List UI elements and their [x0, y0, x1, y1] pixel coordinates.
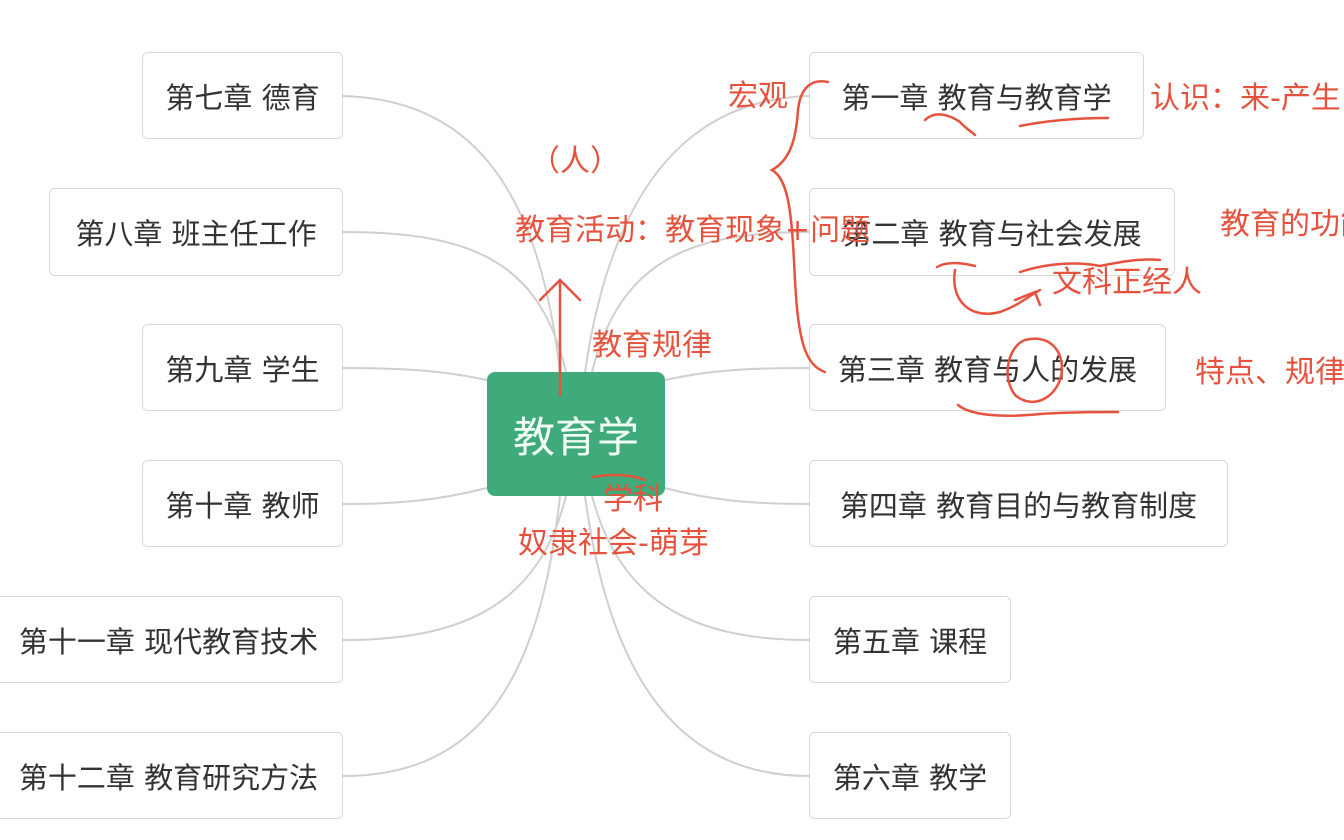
annotation-traits: 特点、规律	[1195, 355, 1344, 390]
chapter-label: 第十一章 现代教育技术	[18, 624, 319, 659]
chapter-label: 第七章 德育	[165, 80, 320, 115]
annotation-macro: 宏观	[728, 79, 788, 114]
chapter-11-node[interactable]: 第十一章 现代教育技术	[0, 596, 343, 683]
annotation-origin: 奴隶社会-萌芽	[518, 526, 709, 561]
chapter-label: 第四章 教育目的与教育制度	[839, 488, 1198, 523]
connector-ch9	[342, 367, 488, 381]
chapter-10-node[interactable]: 第十章 教师	[142, 460, 343, 547]
chapter-1-node[interactable]: 第一章 教育与教育学	[809, 52, 1144, 139]
chapter-9-node[interactable]: 第九章 学生	[142, 324, 343, 411]
chapter-label: 第五章 课程	[832, 624, 988, 659]
annotation-mnemonic: 文科正经人	[1052, 265, 1202, 300]
connector-ch3	[664, 367, 810, 381]
chapter-8-node[interactable]: 第八章 班主任工作	[49, 188, 343, 276]
chapter-4-node[interactable]: 第四章 教育目的与教育制度	[809, 460, 1228, 547]
annotation-discipline: 学科	[603, 482, 663, 517]
chapter-12-node[interactable]: 第十二章 教育研究方法	[0, 732, 343, 819]
connector-ch8	[342, 231, 567, 373]
connector-ch11	[342, 495, 567, 641]
chapter-5-node[interactable]: 第五章 课程	[809, 596, 1011, 683]
chapter-label: 第六章 教学	[832, 760, 988, 795]
chapter-label: 第十章 教师	[165, 488, 320, 523]
root-label: 教育学	[512, 412, 639, 462]
chapter-label: 第一章 教育与教育学	[841, 80, 1112, 115]
connector-ch10	[342, 487, 488, 505]
annotation-activity: 教育活动：教育现象+问题	[515, 213, 871, 248]
chapter-7-node[interactable]: 第七章 德育	[142, 52, 343, 139]
chapter-label: 第二章 教育与社会发展	[842, 217, 1142, 251]
chapter-label: 第十二章 教育研究方法	[18, 760, 319, 795]
annotation-function: 教育的功能	[1220, 207, 1344, 242]
chapter-label: 第三章 教育与人的发展	[837, 352, 1138, 387]
annotation-person: （人）	[530, 144, 620, 179]
root-topic-node[interactable]: 教育学	[487, 372, 665, 496]
chapter-label: 第九章 学生	[165, 352, 320, 387]
annotation-law: 教育规律	[592, 328, 712, 363]
connector-ch5	[591, 495, 810, 641]
chapter-6-node[interactable]: 第六章 教学	[809, 732, 1011, 819]
chapter-label: 第八章 班主任工作	[75, 217, 317, 251]
connector-ch4	[664, 487, 810, 505]
annotation-understanding: 认识：来-产生	[1150, 81, 1341, 116]
loop-ch2	[952, 268, 1042, 315]
chapter-3-node[interactable]: 第三章 教育与人的发展	[809, 324, 1166, 411]
